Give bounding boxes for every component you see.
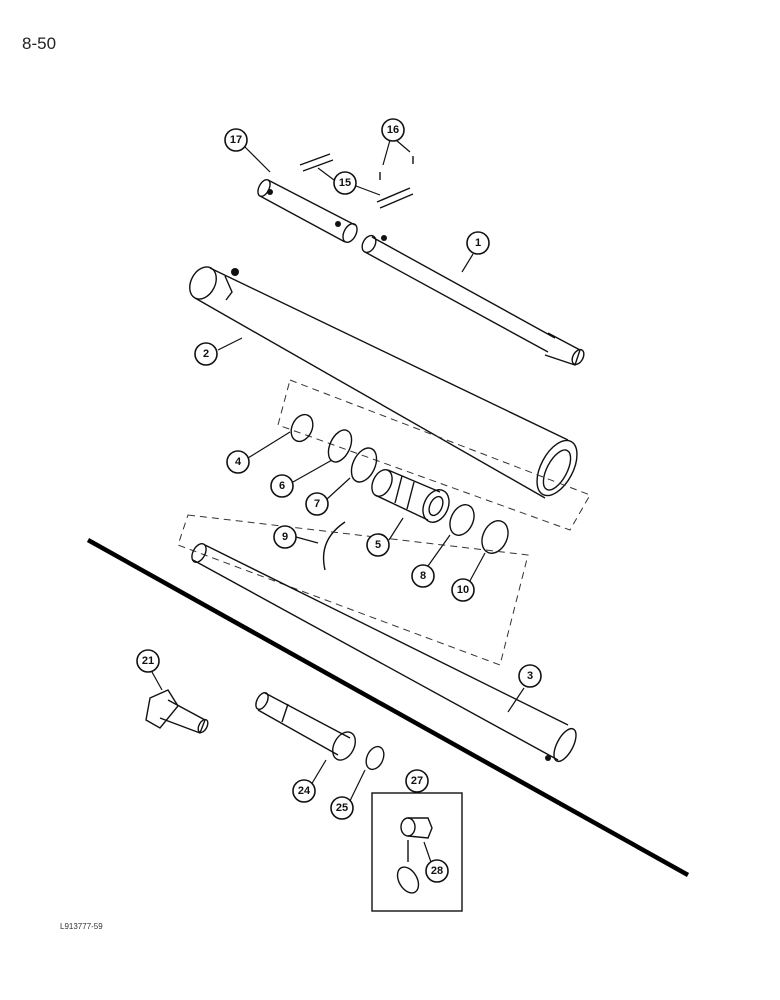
part-27-inset-box (371, 792, 463, 912)
part-6-ring (327, 429, 353, 463)
seal-kit-outline-upper (277, 379, 591, 531)
part-17-tube (257, 178, 358, 244)
callout-9: 9 (273, 525, 297, 549)
part-8-seal (449, 504, 475, 536)
figure-code: L913777-59 (60, 922, 103, 931)
callout-5: 5 (366, 533, 390, 557)
part-1-piston-rod (361, 234, 585, 366)
page-number: 8-50 (22, 34, 57, 53)
part-25-ring (365, 745, 385, 771)
part-16-small-pins (379, 156, 414, 180)
part-24-coupler (255, 692, 356, 761)
callout-6: 6 (270, 474, 294, 498)
svg-text:16: 16 (387, 124, 399, 136)
part-21-fitting (145, 689, 209, 734)
part-15-pins (299, 153, 414, 209)
callout-7: 7 (305, 492, 329, 516)
svg-text:21: 21 (142, 655, 154, 667)
section-divider-line (86, 538, 690, 877)
seal-kit-outline-lower (177, 514, 529, 666)
svg-text:28: 28 (431, 865, 443, 877)
svg-text:2: 2 (203, 348, 209, 360)
part-5-piston (371, 469, 450, 523)
callout-16: 16 (381, 118, 405, 142)
part-2-cylinder-barrel (189, 266, 578, 499)
svg-text:10: 10 (457, 584, 469, 596)
callout-27: 27 (405, 769, 429, 793)
part-7-ring (350, 447, 378, 483)
svg-text:24: 24 (298, 785, 311, 797)
svg-text:27: 27 (411, 775, 423, 787)
part-9-snap-ring (322, 521, 346, 571)
callout-21: 21 (136, 649, 160, 673)
svg-text:3: 3 (527, 670, 533, 682)
callout-28: 28 (425, 859, 449, 883)
callout-1: 1 (466, 231, 490, 255)
callout-8: 8 (411, 564, 435, 588)
svg-text:15: 15 (339, 177, 351, 189)
part-4-seal (290, 413, 314, 443)
callout-3: 3 (518, 664, 542, 688)
part-3-tube (191, 543, 577, 763)
callout-24: 24 (292, 779, 316, 803)
part-10-ring (481, 520, 509, 554)
callout-17: 17 (224, 128, 248, 152)
svg-text:1: 1 (475, 237, 481, 249)
svg-text:7: 7 (314, 498, 320, 510)
callout-2: 2 (194, 342, 218, 366)
part-28-cap (396, 817, 433, 894)
svg-text:6: 6 (279, 480, 285, 492)
callout-25: 25 (330, 796, 354, 820)
svg-text:4: 4 (235, 456, 242, 468)
svg-text:8: 8 (420, 570, 426, 582)
svg-text:17: 17 (230, 134, 242, 146)
callout-10: 10 (451, 578, 475, 602)
callout-4: 4 (226, 450, 250, 474)
callout-15: 15 (333, 171, 357, 195)
svg-text:25: 25 (336, 802, 348, 814)
svg-text:9: 9 (282, 531, 288, 543)
callout-leaders (151, 139, 525, 866)
svg-text:5: 5 (375, 539, 381, 551)
